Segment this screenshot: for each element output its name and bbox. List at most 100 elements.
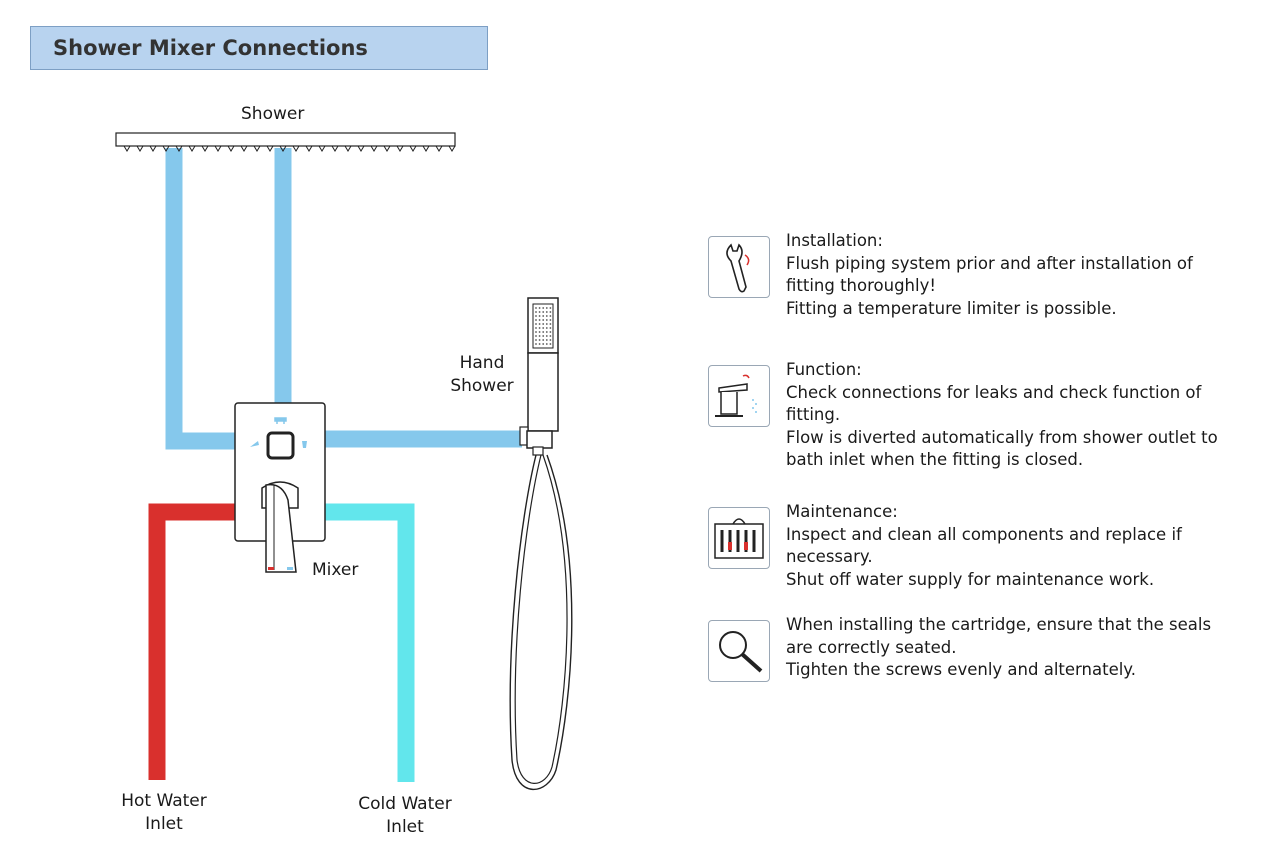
spray-dot: [542, 311, 545, 313]
spray-dot: [549, 343, 552, 345]
nozzle: [396, 145, 404, 152]
nozzle: [357, 145, 365, 152]
shower-pipes: [165, 148, 522, 450]
spray-dot: [535, 319, 537, 321]
spray-dot: [542, 307, 545, 309]
spray-dot: [535, 311, 537, 313]
nozzle: [149, 145, 157, 152]
spray-dot: [535, 327, 537, 329]
spray-dot: [535, 343, 537, 345]
hot-water-inlet-label: Hot Water Inlet: [121, 791, 207, 834]
nozzle: [175, 145, 183, 152]
spray-dot: [535, 339, 537, 341]
note-line: Installation:: [786, 231, 883, 250]
nozzle: [435, 145, 443, 152]
page-title: Shower Mixer Connections: [53, 36, 368, 60]
spray-dot: [538, 339, 541, 341]
left-shower-pipe: [165, 148, 240, 450]
hot-water-pipe: [148, 503, 237, 780]
spray-dot: [542, 339, 545, 341]
cold-water-pipe: [322, 503, 415, 782]
spray-dot: [542, 319, 545, 321]
spray-dot: [538, 315, 541, 317]
spray-dot: [545, 331, 548, 333]
hand-shower-label: Hand Shower: [450, 353, 514, 396]
spray-dot: [538, 311, 541, 313]
nozzle: [240, 145, 248, 152]
nozzle: [266, 145, 274, 152]
note-line: are correctly seated.: [786, 637, 957, 657]
spray-dot: [542, 331, 545, 333]
note-line: Maintenance:: [786, 502, 898, 521]
spray-dot: [549, 315, 552, 317]
spray-dot: [538, 331, 541, 333]
note-line: Tighten the screws evenly and alternatel…: [786, 660, 1136, 679]
nozzle: [409, 145, 417, 152]
spray-dot: [538, 343, 541, 345]
note-line: Flow is diverted automatically from show…: [786, 427, 1218, 447]
note-line: Function:: [786, 360, 862, 379]
note-line: Shut off water supply for maintenance wo…: [786, 569, 1155, 589]
connection-diagram: [115, 132, 573, 791]
spray-dot: [549, 311, 552, 313]
nozzle: [162, 145, 170, 152]
nozzle: [123, 145, 131, 152]
spray-dot: [545, 323, 548, 325]
nozzle: [370, 145, 378, 152]
nozzle: [292, 145, 300, 152]
spray-dot: [545, 315, 548, 317]
nozzle: [227, 145, 235, 152]
note-line: Check connections for leaks and check fu…: [786, 382, 1202, 402]
spray-dot: [535, 335, 537, 337]
spray-dot: [545, 339, 548, 341]
title-box: Shower Mixer Connections: [30, 26, 488, 70]
note-line: bath inlet when the fitting is closed.: [786, 450, 1084, 469]
spray-dot: [545, 311, 548, 313]
faucet-icon: [708, 365, 770, 427]
magnifier-icon: [708, 620, 770, 682]
note-line: When installing the cartridge, ensure th…: [786, 615, 1212, 634]
spray-dot: [545, 335, 548, 337]
nozzle: [383, 145, 391, 152]
spray-dot: [545, 327, 548, 329]
spray-dot: [549, 327, 552, 329]
note-line: Fitting a temperature limiter is possibl…: [786, 298, 1117, 318]
nozzle: [422, 145, 430, 152]
nozzle: [201, 145, 209, 152]
nozzle: [318, 145, 326, 152]
spray-dot: [535, 323, 537, 325]
spray-dot: [542, 315, 545, 317]
note-line: Inspect and clean all components and rep…: [786, 524, 1182, 544]
shower-hose: [509, 454, 573, 791]
nozzle: [331, 145, 339, 152]
nozzle: [279, 145, 287, 152]
note-line: fitting thoroughly!: [786, 276, 936, 295]
spray-dot: [538, 307, 541, 309]
spray-dot: [538, 319, 541, 321]
spray-dot: [542, 327, 545, 329]
wrench-icon: [708, 236, 770, 298]
note-line: necessary.: [786, 547, 873, 566]
tools-icon: [708, 507, 770, 569]
spray-dot: [545, 319, 548, 321]
spray-dot: [535, 307, 537, 309]
spray-dot: [549, 307, 552, 309]
spray-dot: [538, 327, 541, 329]
note-line: fitting.: [786, 405, 841, 424]
nozzle: [448, 145, 456, 152]
spray-dot: [542, 323, 545, 325]
spray-dot: [542, 343, 545, 345]
cold-water-inlet-label: Cold Water Inlet: [358, 794, 452, 837]
nozzle: [305, 145, 313, 152]
hand-shower: [509, 297, 573, 791]
spray-dot: [538, 335, 541, 337]
mixer-unit: [234, 402, 326, 573]
note-line: Flush piping system prior and after inst…: [786, 253, 1193, 273]
spray-dot: [538, 323, 541, 325]
shower-label: Shower: [241, 104, 305, 124]
spray-dot: [535, 315, 537, 317]
spray-dot: [535, 331, 537, 333]
nozzle: [136, 145, 144, 152]
spray-dot: [545, 307, 548, 309]
spray-dot: [549, 339, 552, 341]
